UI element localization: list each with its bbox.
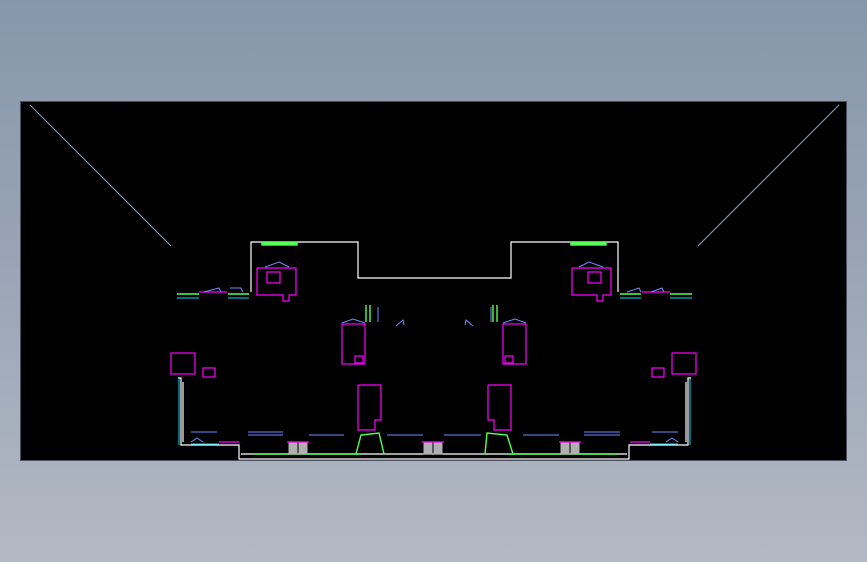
perspective-line-right — [697, 104, 840, 247]
appliances — [287, 441, 581, 455]
windows — [177, 297, 692, 445]
bed-pillow-right — [578, 261, 604, 268]
nightstand-right — [587, 271, 602, 284]
step-detail-right — [665, 437, 679, 443]
bed-pillow-left — [264, 261, 290, 268]
entry-door-swing-right — [484, 432, 514, 455]
cabinet-left — [357, 384, 382, 431]
perspective-line-left — [29, 104, 172, 247]
fixtures — [177, 241, 692, 455]
appliance-center — [422, 441, 444, 455]
entry-door-swing-left — [355, 432, 385, 455]
wardrobe-right — [502, 323, 527, 365]
window-sash-left-2 — [230, 287, 244, 293]
table-right — [671, 352, 697, 375]
bed-outline-right — [571, 267, 612, 302]
wardrobe-top-right — [502, 318, 527, 324]
perspective-lines — [29, 104, 840, 247]
chair-left — [202, 367, 216, 378]
wardrobe-right-detail — [504, 355, 514, 364]
furniture — [170, 267, 697, 443]
nightstand-left — [266, 271, 281, 284]
door-leaf-right — [464, 319, 474, 327]
wardrobe-left-detail — [354, 355, 364, 364]
table-left — [170, 352, 196, 375]
top-wall-outline — [250, 241, 619, 292]
wall-outline — [178, 241, 691, 460]
chair-right — [651, 367, 665, 378]
cad-model-viewport[interactable] — [20, 101, 847, 461]
cabinet-right — [487, 384, 512, 431]
step-detail-left — [190, 437, 204, 443]
counter-top-right — [570, 241, 607, 246]
wardrobe-left — [341, 323, 366, 365]
detail-lines — [190, 261, 679, 443]
appliance-left — [287, 441, 309, 455]
wardrobe-top-left — [341, 318, 366, 324]
bed-outline-left — [256, 267, 297, 302]
appliance-right — [559, 441, 581, 455]
floor-plan-drawing[interactable] — [21, 102, 847, 461]
window-sash-right — [626, 287, 642, 293]
window-sash-right-2 — [650, 287, 665, 293]
window-sash-left — [203, 287, 222, 293]
door-leaf-left — [395, 319, 405, 327]
counter-top-left — [261, 241, 298, 246]
lower-wall-outline — [178, 377, 691, 460]
